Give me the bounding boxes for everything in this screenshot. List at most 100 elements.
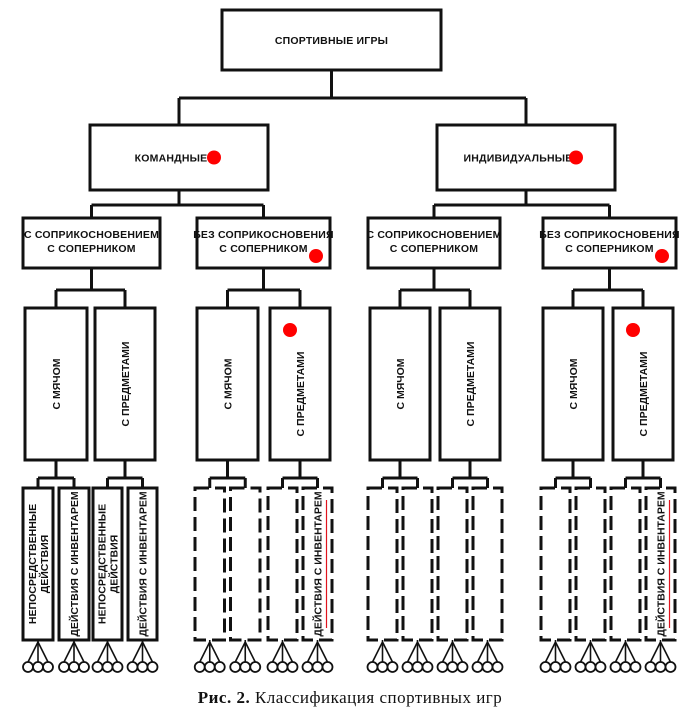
subcategory-box: [366, 216, 502, 270]
leaf-node: [421, 661, 434, 673]
leaf-branch: [199, 641, 211, 663]
type-label: С МЯЧОМ: [395, 358, 407, 409]
method-label: НЕПОСРЕДСТВЕННЫЕ: [27, 504, 39, 624]
figure-caption: Рис. 2. Классификация спортивных игр: [0, 688, 700, 708]
leaf-branch: [63, 641, 75, 663]
subcategory-label: БЕЗ СОПРИКОСНОВЕНИЯ: [193, 229, 334, 241]
method-label: ДЕЙСТВИЯ С ИНВЕНТАРЕМ: [312, 491, 325, 637]
method-label: ДЕЙСТВИЯ С ИНВЕНТАРЕМ: [68, 491, 81, 637]
leaf-node: [654, 661, 667, 673]
leaf-node: [126, 661, 139, 673]
subcategory-label: С СОПЕРНИКОМ: [219, 243, 307, 255]
type-marker-dot: [626, 323, 640, 337]
leaf-node: [456, 661, 469, 673]
leaf-node: [574, 661, 587, 673]
leaf-branch: [141, 641, 154, 663]
leaf-branch: [244, 641, 256, 663]
method-label: ДЕЙСТВИЯ С ИНВЕНТАРЕМ: [655, 491, 668, 637]
leaf-node: [619, 661, 632, 673]
method-box-dashed: [539, 486, 572, 642]
leaf-node: [559, 661, 572, 673]
category-label: КОМАНДНЫЕ: [135, 153, 208, 165]
method-box-dashed: [301, 486, 334, 642]
type-box: [195, 306, 260, 462]
leaf-branch: [27, 641, 39, 663]
leaf-branch: [614, 641, 627, 663]
method-box-dashed: [644, 486, 677, 642]
leaf-branch: [271, 641, 284, 663]
leaf-node: [366, 661, 379, 673]
leaf-node: [101, 661, 114, 673]
leaf-node: [594, 661, 607, 673]
subcategory-label: С СОПРИКОСНОВЕНИЕМ: [24, 229, 159, 241]
leaf-branch: [37, 641, 49, 663]
leaf-node: [481, 661, 494, 673]
leaf-node: [471, 661, 484, 673]
type-box: [268, 306, 332, 462]
leaf-node: [549, 661, 562, 673]
method-label: ДЕЙСТВИЯ: [108, 535, 121, 593]
leaf-branch: [106, 641, 119, 663]
leaf-branch: [416, 641, 429, 663]
leaf-node: [301, 661, 314, 673]
method-box-dashed: [471, 486, 504, 642]
leaf-branch: [281, 641, 294, 663]
leaf-branch: [659, 641, 672, 663]
leaf-branch: [306, 641, 319, 663]
leaf-node: [91, 661, 104, 673]
leaf-branch: [624, 641, 637, 663]
type-label: С ПРЕДМЕТАМИ: [465, 342, 477, 427]
leaf-branch: [381, 641, 394, 663]
subcategory-label: С СОПЕРНИКОМ: [47, 243, 135, 255]
type-label: С ПРЕДМЕТАМИ: [638, 352, 650, 437]
caption-prefix: Рис.: [197, 688, 232, 707]
subcategory-label: С СОПРИКОСНОВЕНИЕМ: [366, 229, 501, 241]
method-box-dashed: [193, 486, 226, 642]
subcategory-marker-dot: [655, 249, 669, 263]
leaf-node: [584, 661, 597, 673]
leaf-branch: [406, 641, 419, 663]
leaf-node: [78, 661, 90, 673]
leaf-branch: [554, 641, 567, 663]
leaf-node: [239, 661, 252, 673]
category-box: [88, 123, 270, 192]
type-label: С ПРЕДМЕТАМИ: [120, 342, 132, 427]
subcategory-marker-dot: [309, 249, 323, 263]
type-box: [93, 306, 157, 462]
type-label: С МЯЧОМ: [51, 358, 63, 409]
leaf-node: [229, 661, 242, 673]
leaf-node: [22, 661, 34, 673]
leaf-branch: [209, 641, 221, 663]
leaf-node: [193, 661, 206, 673]
leaf-node: [629, 661, 642, 673]
subcategory-box: [21, 216, 162, 270]
leaf-node: [321, 661, 334, 673]
root-label: СПОРТИВНЫЕ ИГРЫ: [275, 35, 388, 47]
leaf-branch: [451, 641, 464, 663]
method-box-dashed: [229, 486, 262, 642]
leaf-node: [539, 661, 552, 673]
leaf-node: [491, 661, 504, 673]
leaf-node: [136, 661, 149, 673]
type-marker-dot: [283, 323, 297, 337]
leaf-node: [203, 661, 216, 673]
leaf-node: [276, 661, 289, 673]
subcategory-label: С СОПЕРНИКОМ: [565, 243, 653, 255]
leaf-node: [446, 661, 459, 673]
leaf-node: [266, 661, 279, 673]
method-box-dashed: [574, 486, 607, 642]
leaf-branch: [544, 641, 557, 663]
leaf-branch: [371, 641, 384, 663]
leaf-branch: [131, 641, 144, 663]
leaf-branch: [579, 641, 592, 663]
caption-text: Классификация спортивных игр: [254, 688, 503, 707]
leaf-node: [32, 661, 44, 673]
leaf-branch: [589, 641, 602, 663]
leaf-node: [311, 661, 324, 673]
leaf-node: [386, 661, 399, 673]
leaf-branch: [441, 641, 454, 663]
method-label: ДЕЙСТВИЯ: [38, 535, 51, 593]
method-box: [126, 486, 159, 642]
caption-number: 2.: [236, 688, 251, 707]
